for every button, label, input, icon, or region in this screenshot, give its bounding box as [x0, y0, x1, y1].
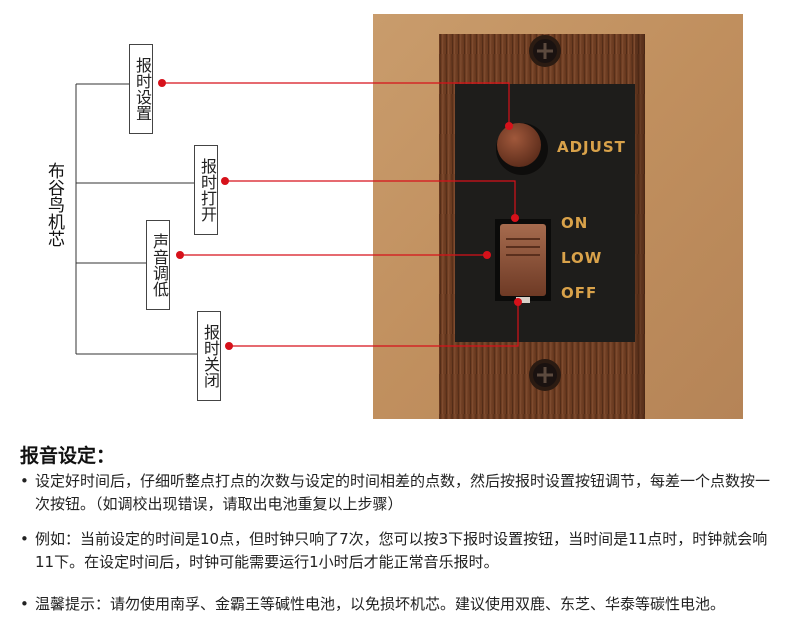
instruction-item: • 设定好时间后，仔细听整点打点的次数与设定的时间相差的点数，然后按报时设置按钮…	[20, 470, 775, 516]
instruction-item: • 例如：当前设定的时间是10点，但时钟只响了7次，您可以按3下报时设置按钮，当…	[20, 528, 775, 574]
bullet-dot: •	[20, 530, 29, 548]
panel-label-adjust: ADJUST	[557, 138, 626, 156]
adjust-button	[497, 123, 541, 167]
connector-lines	[75, 79, 522, 355]
callout-volume-low: 声音调低	[146, 220, 170, 310]
screw-top-icon	[529, 35, 561, 67]
callout-chime-off: 报时关闭	[197, 311, 221, 401]
instruction-text: 例如：当前设定的时间是10点，但时钟只响了7次，您可以按3下报时设置按钮，当时间…	[35, 530, 768, 571]
movement-panel-photo	[373, 14, 743, 419]
instruction-item: • 温馨提示：请勿使用南孚、金霸王等碱性电池，以免损坏机芯。建议使用双鹿、东芝、…	[20, 593, 775, 616]
panel-label-low: LOW	[561, 249, 603, 267]
callout-chime-setting: 报时设置	[129, 44, 153, 134]
panel-label-on: ON	[561, 214, 589, 232]
panel-label-off: OFF	[561, 284, 598, 302]
instructions-title: 报音设定：	[20, 445, 116, 467]
frame-right-shadow	[635, 34, 645, 419]
screw-bottom-icon	[529, 359, 561, 391]
bullet-dot: •	[20, 595, 29, 613]
switch-slider	[500, 224, 546, 296]
instruction-text: 设定好时间后，仔细听整点打点的次数与设定的时间相差的点数，然后按报时设置按钮调节…	[35, 472, 771, 513]
bracket-tree	[75, 83, 197, 355]
callout-chime-on: 报时打开	[194, 145, 218, 235]
bullet-dot: •	[20, 472, 29, 490]
red-callouts	[162, 82, 519, 347]
red-dots	[158, 79, 522, 350]
instruction-text: 温馨提示：请勿使用南孚、金霸王等碱性电池，以免损坏机芯。建议使用双鹿、东芝、华泰…	[35, 595, 726, 613]
movement-diagram: ADJUST ON LOW OFF 布	[44, 14, 743, 419]
movement-main-label: 布谷鸟机芯	[44, 162, 64, 247]
